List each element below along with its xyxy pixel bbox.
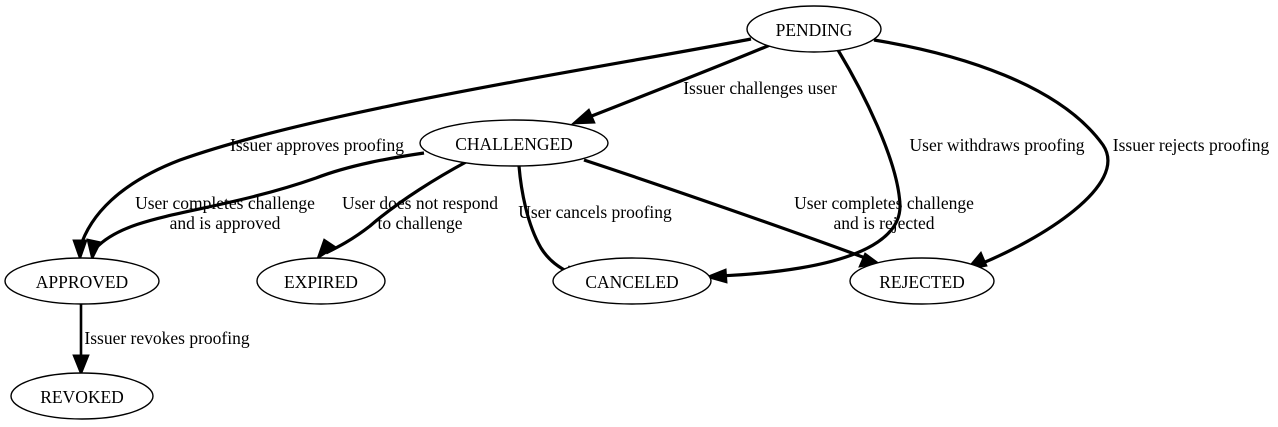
edge-pending-to-challenged bbox=[570, 43, 771, 125]
edge-label-challenged-to-rejected-line2: and is rejected bbox=[833, 213, 934, 233]
node-rejected[interactable]: REJECTED bbox=[849, 257, 995, 305]
edge-challenged-to-approved bbox=[86, 151, 425, 262]
edge-label-challenged-to-expired-line2: to challenge bbox=[377, 213, 462, 233]
edge-pending-to-approved bbox=[72, 37, 752, 262]
node-label-rejected: REJECTED bbox=[879, 272, 965, 292]
edge-pending-to-rejected bbox=[873, 38, 1110, 271]
edge-label-challenged-to-canceled: User cancels proofing bbox=[518, 202, 672, 222]
edge-label-approved-to-revoked: Issuer revokes proofing bbox=[84, 328, 249, 348]
edge-label-challenged-to-expired-line1: User does not respond bbox=[342, 193, 498, 213]
edge-label-challenged-to-approved-line2: and is approved bbox=[170, 213, 281, 233]
node-label-canceled: CANCELED bbox=[585, 272, 678, 292]
node-label-pending: PENDING bbox=[776, 20, 853, 40]
edge-label-challenged-to-rejected-line1: User completes challenge bbox=[794, 193, 974, 213]
node-label-approved: APPROVED bbox=[36, 272, 128, 292]
node-label-challenged: CHALLENGED bbox=[455, 134, 573, 154]
node-label-revoked: REVOKED bbox=[40, 387, 124, 407]
edge-label-pending-to-approved: Issuer approves proofing bbox=[230, 135, 404, 155]
edge-label-challenged-to-approved-line1: User completes challenge bbox=[135, 193, 315, 213]
edge-label-pending-to-challenged: Issuer challenges user bbox=[683, 78, 837, 98]
node-approved[interactable]: APPROVED bbox=[4, 257, 160, 305]
node-label-expired: EXPIRED bbox=[284, 272, 358, 292]
node-expired[interactable]: EXPIRED bbox=[256, 257, 386, 305]
edge-challenged-to-canceled bbox=[517, 165, 584, 281]
edge-challenged-to-expired bbox=[316, 160, 467, 261]
edge-label-pending-to-rejected: Issuer rejects proofing bbox=[1113, 135, 1270, 155]
edge-pending-to-canceled bbox=[704, 49, 902, 284]
node-pending[interactable]: PENDING bbox=[746, 5, 882, 53]
node-canceled[interactable]: CANCELED bbox=[552, 257, 712, 305]
node-revoked[interactable]: REVOKED bbox=[10, 372, 154, 420]
edge-label-pending-to-canceled: User withdraws proofing bbox=[910, 135, 1085, 155]
node-challenged[interactable]: CHALLENGED bbox=[419, 119, 609, 167]
edge-approved-to-revoked bbox=[72, 304, 90, 377]
